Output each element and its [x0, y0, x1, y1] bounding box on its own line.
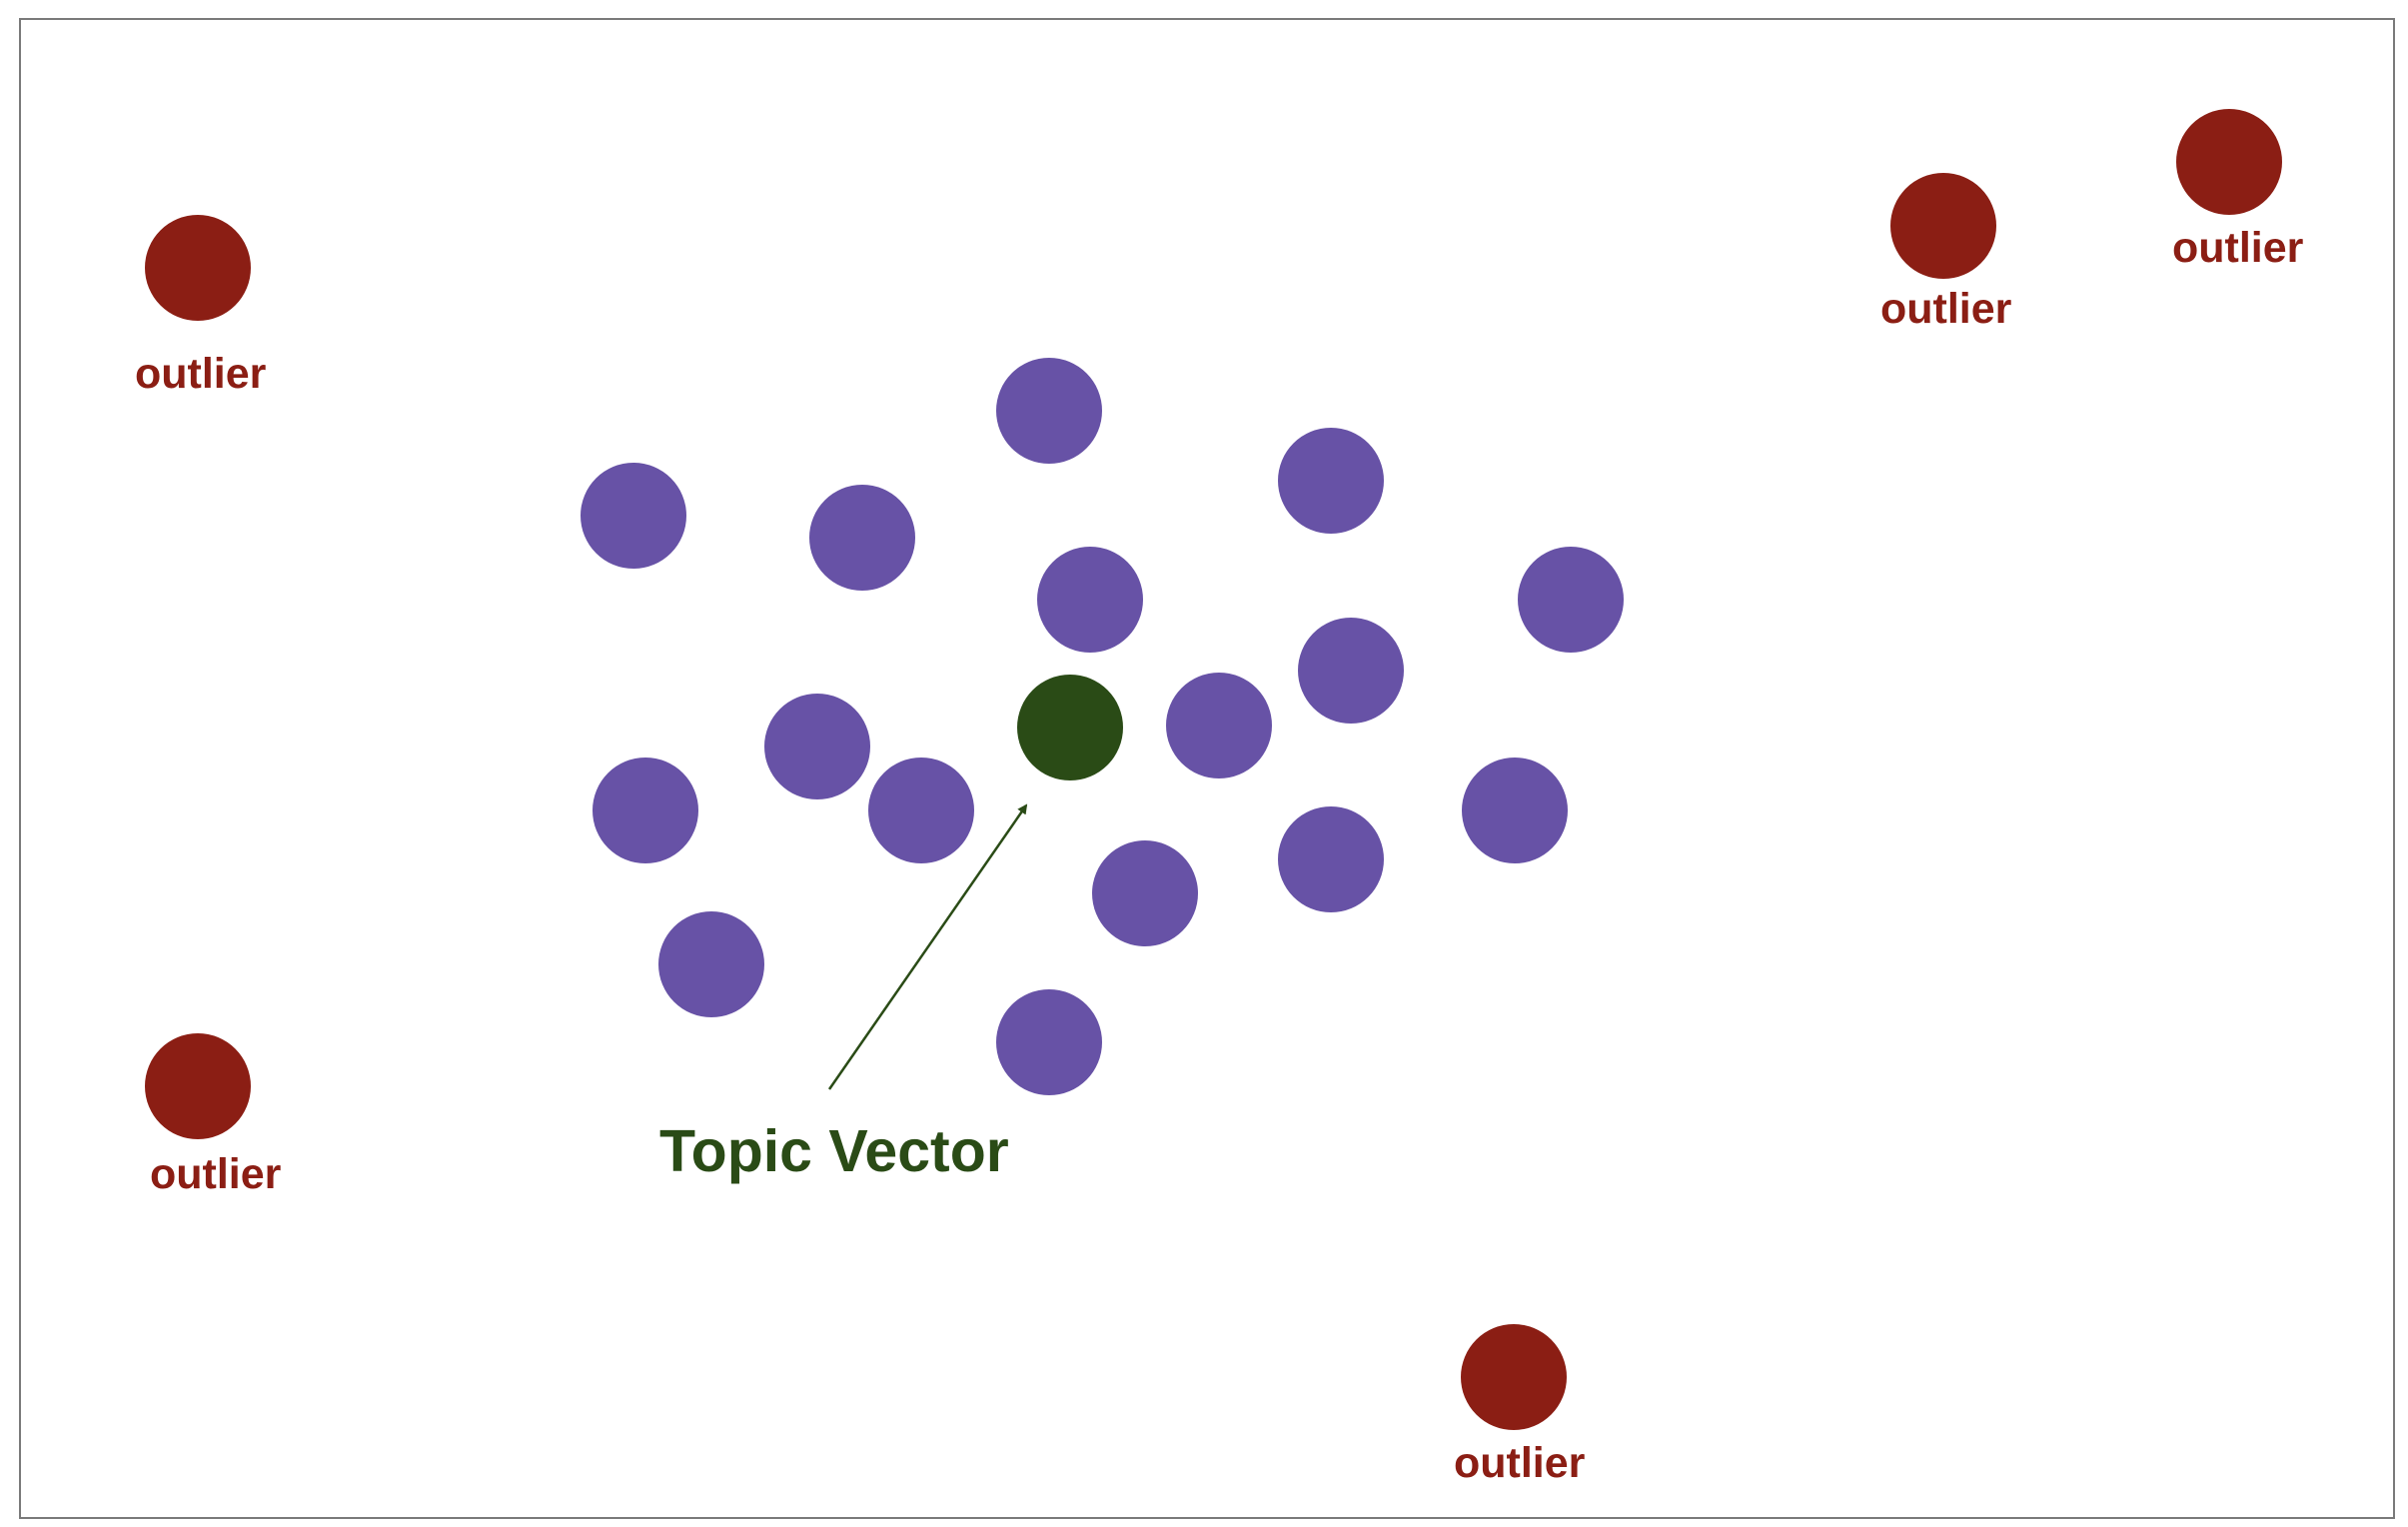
cluster-point: [1278, 806, 1384, 912]
cluster-point: [1037, 547, 1143, 653]
cluster-point: [593, 758, 698, 863]
outlier-point: [145, 1033, 251, 1139]
outlier-label: outlier: [135, 350, 267, 398]
topic-vector-point: [1017, 675, 1123, 780]
cluster-point: [996, 358, 1102, 464]
topic-vector-arrow: [827, 803, 1028, 1090]
cluster-points: [581, 358, 1624, 1095]
outlier-point: [1890, 173, 1996, 279]
cluster-point: [1166, 673, 1272, 778]
cluster-point: [1278, 428, 1384, 534]
outlier-point: [1461, 1324, 1567, 1430]
outlier-group-5: outlier: [2172, 109, 2304, 272]
cluster-point: [581, 463, 686, 569]
cluster-point: [868, 758, 974, 863]
outlier-group-1: outlier: [135, 215, 267, 398]
cluster-point: [809, 485, 915, 591]
outlier-label: outlier: [1880, 285, 2012, 333]
cluster-point: [764, 694, 870, 799]
outlier-label: outlier: [2172, 224, 2304, 272]
outlier-group-3: outlier: [1454, 1324, 1586, 1487]
outlier-group-4: outlier: [1880, 173, 2012, 333]
outlier-point: [2176, 109, 2282, 215]
outlier-label: outlier: [150, 1150, 282, 1198]
cluster-point: [1298, 618, 1404, 724]
cluster-point: [1518, 547, 1624, 653]
cluster-point: [996, 989, 1102, 1095]
outlier-label: outlier: [1454, 1439, 1586, 1487]
cluster-point: [1092, 840, 1198, 946]
outlier-group-2: outlier: [145, 1033, 282, 1198]
cluster-point: [658, 911, 764, 1017]
outlier-point: [145, 215, 251, 321]
topic-vector-group: Topic Vector: [659, 675, 1123, 1184]
topic-vector-label: Topic Vector: [659, 1118, 1009, 1184]
cluster-point: [1462, 758, 1568, 863]
